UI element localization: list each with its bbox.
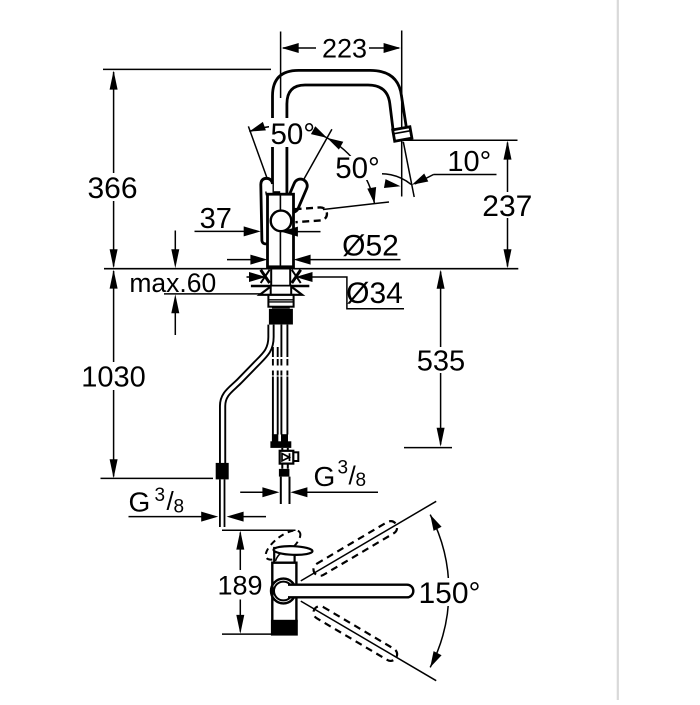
svg-text:150°: 150° [418,577,480,610]
svg-text:/: / [349,461,357,491]
svg-text:37: 37 [200,203,232,235]
svg-text:3: 3 [155,485,166,506]
svg-text:10°: 10° [447,146,491,178]
svg-text:G: G [314,461,336,492]
svg-text:237: 237 [482,190,532,223]
svg-text:3: 3 [338,458,349,479]
svg-text:/: / [167,486,175,516]
svg-text:max.60: max.60 [129,268,216,298]
svg-text:8: 8 [174,497,185,518]
svg-text:535: 535 [417,346,465,378]
svg-text:223: 223 [322,34,367,64]
svg-text:50°: 50° [270,118,315,151]
svg-text:189: 189 [217,571,262,601]
svg-text:1030: 1030 [81,361,146,393]
svg-text:Ø34: Ø34 [346,277,403,310]
svg-text:50°: 50° [335,152,380,185]
svg-text:G: G [129,487,151,518]
svg-text:8: 8 [356,470,367,491]
svg-text:Ø52: Ø52 [342,230,399,263]
svg-text:366: 366 [87,172,137,205]
